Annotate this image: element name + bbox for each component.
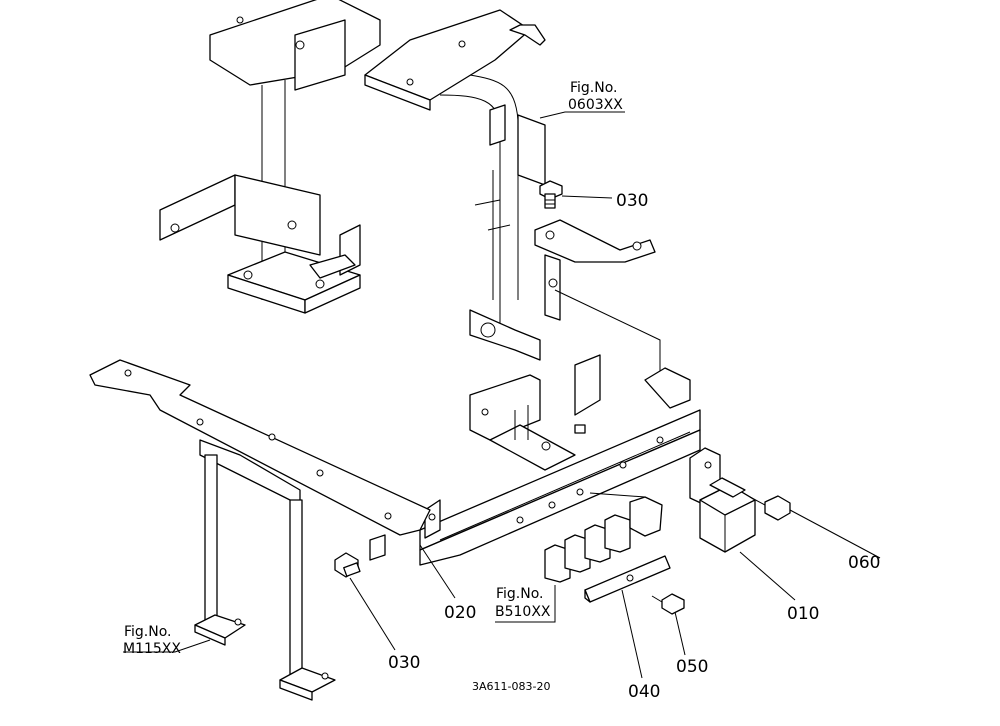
label-010: 010 — [787, 604, 819, 624]
center-column — [439, 74, 546, 330]
fig-ref-m115-title: Fig.No. — [124, 624, 172, 640]
label-020: 020 — [444, 603, 476, 623]
fuse-block — [544, 492, 663, 583]
upper-frame-plate — [364, 9, 546, 111]
upper-bracket — [534, 219, 656, 321]
bolt-030-top — [539, 180, 563, 209]
fig-ref-b510-number: B510XX — [495, 604, 551, 620]
relay-010 — [689, 447, 756, 553]
plate-040 — [584, 555, 671, 603]
label-050: 050 — [676, 657, 708, 677]
label-040: 040 — [628, 682, 660, 702]
leader-lines — [123, 111, 881, 679]
bolt-030-bottom — [334, 552, 361, 578]
channel-020 — [419, 409, 701, 566]
fig-ref-0603-title: Fig.No. — [570, 80, 618, 96]
fig-ref-0603-number: 0603XX — [568, 97, 623, 113]
label-030-bottom: 030 — [388, 653, 420, 673]
bolt-060 — [749, 495, 791, 521]
main-frame — [469, 289, 691, 471]
label-060: 060 — [848, 553, 880, 573]
fig-ref-b510-title: Fig.No. — [496, 586, 544, 602]
left-underframe — [89, 359, 431, 701]
upper-left-frame — [159, 0, 381, 314]
drawing-code: 3A611-083-20 — [472, 680, 550, 693]
label-030-top: 030 — [616, 191, 648, 211]
fig-ref-m115-number: M115XX — [123, 641, 181, 657]
bolt-050 — [651, 593, 685, 615]
